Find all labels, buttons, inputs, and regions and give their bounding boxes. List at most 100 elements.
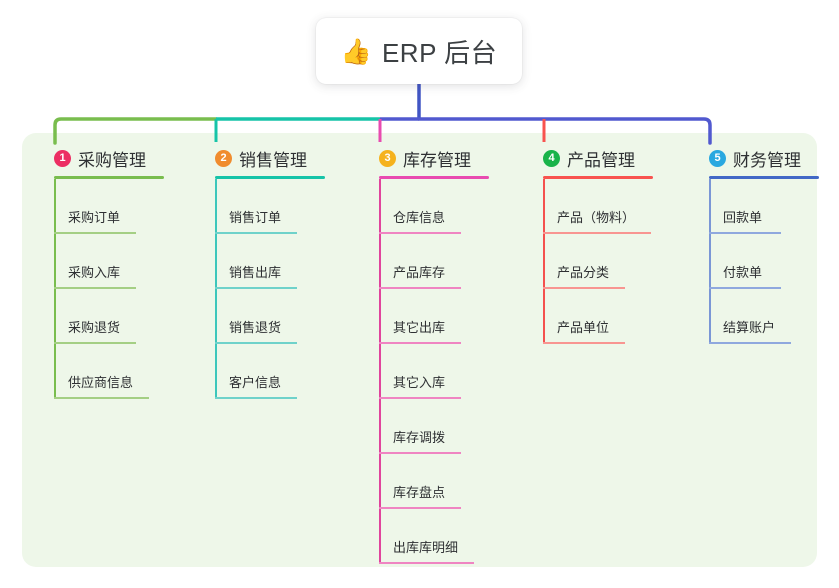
leaf-item-label: 采购入库 [68,265,121,280]
leaf-item[interactable]: 出库库明细 [365,509,489,564]
leaf-item[interactable]: 产品（物料） [529,179,653,234]
leaf-item-underline [543,342,625,344]
root-node-erp-backend[interactable]: 👍 ERP 后台 [316,18,522,84]
leaf-item-label: 采购订单 [68,210,121,225]
leaf-item-underline [215,397,297,399]
leaf-item-underline [379,452,461,454]
leaf-item[interactable]: 其它出库 [365,289,489,344]
branch-title: 采购管理 [78,150,146,170]
leaf-item[interactable]: 付款单 [695,234,819,289]
branch-number-badge: 2 [215,149,232,167]
leaf-item-label: 产品单位 [557,320,610,335]
branch-title: 财务管理 [733,150,801,170]
branch-title: 产品管理 [567,150,635,170]
leaf-item[interactable]: 库存调拨 [365,399,489,454]
thumbs-up-icon: 👍 [340,37,372,66]
branch-item-list: 回款单付款单结算账户 [695,179,819,344]
leaf-item[interactable]: 销售订单 [201,179,325,234]
leaf-item-underline [543,232,651,234]
leaf-item[interactable]: 采购退货 [40,289,164,344]
branch-header-1[interactable]: 1 采购管理 [40,146,164,170]
leaf-item-label: 销售退货 [229,320,282,335]
branch-underline [379,176,489,179]
leaf-item[interactable]: 供应商信息 [40,344,164,399]
leaf-item-underline [709,287,781,289]
branch-item-list: 采购订单采购入库采购退货供应商信息 [40,179,164,399]
leaf-item-underline [709,342,791,344]
branch-number-badge: 1 [54,149,71,167]
leaf-item-underline [379,232,461,234]
branch-underline [709,176,819,179]
leaf-item-label: 采购退货 [68,320,121,335]
leaf-item-underline [54,342,136,344]
leaf-item-label: 仓库信息 [393,210,446,225]
leaf-item[interactable]: 仓库信息 [365,179,489,234]
leaf-item-underline [215,232,297,234]
leaf-item[interactable]: 产品库存 [365,234,489,289]
leaf-item-label: 库存调拨 [393,430,446,445]
branch-item-list: 产品（物料） 产品分类产品单位 [529,179,653,344]
leaf-item-underline [379,342,461,344]
branch-spine-line [379,179,381,564]
leaf-item-label: 回款单 [723,210,763,225]
leaf-item-underline [54,397,149,399]
leaf-item-label: 产品（物料） [557,210,636,225]
branch-header-3[interactable]: 3 库存管理 [365,146,489,170]
branch-underline [543,176,653,179]
leaf-item[interactable]: 产品单位 [529,289,653,344]
branch-header-5[interactable]: 5 财务管理 [695,146,819,170]
leaf-item-label: 供应商信息 [68,375,134,390]
branch-number-badge: 5 [709,149,726,167]
branch-title: 销售管理 [239,150,307,170]
leaf-item-underline [215,287,297,289]
leaf-item[interactable]: 销售出库 [201,234,325,289]
branch-underline [54,176,164,179]
leaf-item-underline [379,562,474,564]
leaf-item-label: 客户信息 [229,375,282,390]
branch-column-4: 4 产品管理产品（物料） 产品分类产品单位 [529,146,653,344]
leaf-item-underline [379,397,461,399]
branch-column-3: 3 库存管理仓库信息产品库存其它出库其它入库库存调拨库存盘点出库库明细 [365,146,489,564]
branch-spine-line [215,179,217,399]
branch-item-list: 销售订单销售出库销售退货客户信息 [201,179,325,399]
leaf-item-underline [379,507,461,509]
branch-header-2[interactable]: 2 销售管理 [201,146,325,170]
leaf-item-label: 产品分类 [557,265,610,280]
leaf-item[interactable]: 回款单 [695,179,819,234]
leaf-item-label: 付款单 [723,265,763,280]
leaf-item[interactable]: 产品分类 [529,234,653,289]
leaf-item-underline [54,287,136,289]
branch-title: 库存管理 [403,150,471,170]
leaf-item[interactable]: 销售退货 [201,289,325,344]
leaf-item[interactable]: 其它入库 [365,344,489,399]
leaf-item[interactable]: 采购订单 [40,179,164,234]
leaf-item-label: 销售订单 [229,210,282,225]
leaf-item-underline [215,342,297,344]
leaf-item-underline [709,232,781,234]
leaf-item-underline [54,232,136,234]
leaf-item[interactable]: 采购入库 [40,234,164,289]
branch-spine-line [709,179,711,344]
leaf-item-underline [543,287,625,289]
diagram-background-panel [22,133,817,567]
leaf-item[interactable]: 结算账户 [695,289,819,344]
leaf-item-label: 出库库明细 [393,540,459,555]
branch-underline [215,176,325,179]
leaf-item-label: 其它入库 [393,375,446,390]
leaf-item-underline [379,287,461,289]
branch-header-4[interactable]: 4 产品管理 [529,146,653,170]
branch-number-badge: 3 [379,149,396,167]
leaf-item-label: 产品库存 [393,265,446,280]
leaf-item[interactable]: 库存盘点 [365,454,489,509]
branch-column-1: 1 采购管理采购订单采购入库采购退货供应商信息 [40,146,164,399]
branch-spine-line [543,179,545,344]
leaf-item-label: 销售出库 [229,265,282,280]
leaf-item[interactable]: 客户信息 [201,344,325,399]
root-node-title: ERP 后台 [381,37,498,68]
branch-column-5: 5 财务管理回款单付款单结算账户 [695,146,819,344]
branch-column-2: 2 销售管理销售订单销售出库销售退货客户信息 [201,146,325,399]
branch-item-list: 仓库信息产品库存其它出库其它入库库存调拨库存盘点出库库明细 [365,179,489,564]
branch-number-badge: 4 [543,149,560,167]
branch-spine-line [54,179,56,399]
